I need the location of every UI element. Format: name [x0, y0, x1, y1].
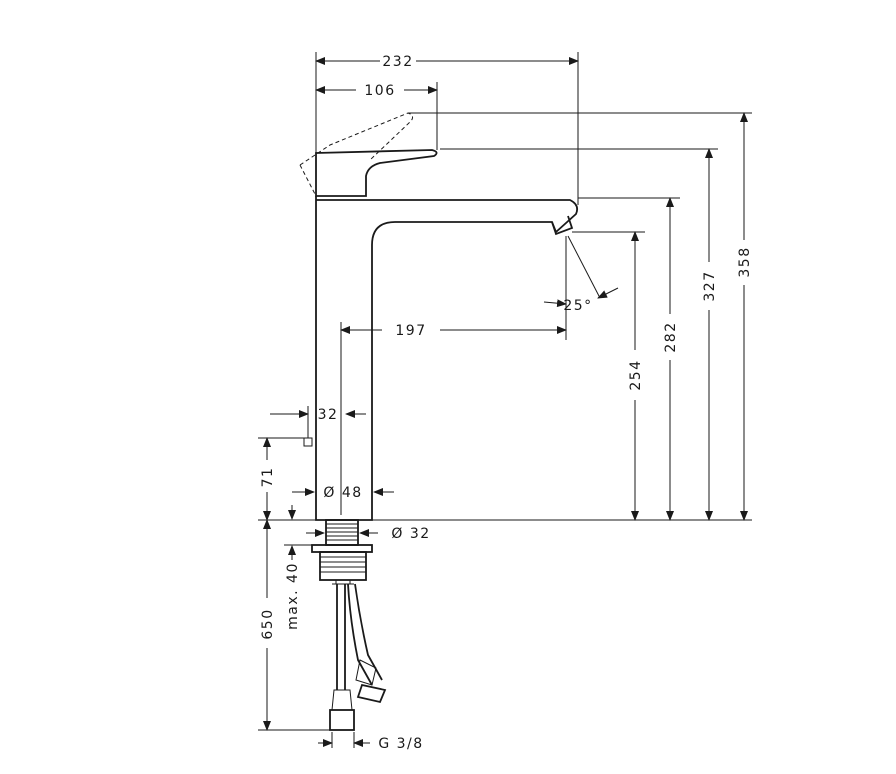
hose-left	[336, 584, 346, 690]
dimension-labels: 232 106 358 327 282 254 197 25° 32 71 Ø …	[260, 54, 753, 752]
label-232: 232	[382, 54, 413, 70]
label-diameter-48: Ø 48	[323, 485, 362, 501]
label-197: 197	[395, 323, 426, 339]
label-106: 106	[364, 83, 395, 99]
washer	[311, 544, 373, 553]
label-max-40: max. 40	[285, 562, 301, 630]
pop-up-rod	[303, 437, 313, 447]
label-g38: G 3/8	[378, 736, 423, 752]
dimension-lines	[258, 52, 752, 748]
label-358: 358	[737, 246, 753, 277]
hose-right	[347, 583, 383, 686]
aerator	[551, 215, 574, 236]
label-32-pop-up: 32	[318, 407, 339, 423]
label-282: 282	[663, 321, 679, 352]
label-71: 71	[260, 467, 276, 488]
label-25-degrees: 25°	[563, 298, 592, 314]
hose-nut-left	[329, 709, 355, 731]
label-650: 650	[260, 608, 276, 639]
mounting-nut	[319, 551, 367, 581]
lever	[315, 149, 438, 197]
body-outline	[315, 196, 579, 521]
label-diameter-32: Ø 32	[391, 526, 430, 542]
label-327: 327	[702, 270, 718, 301]
faucet-body	[299, 112, 579, 731]
hose-nut-right	[356, 683, 387, 704]
label-254: 254	[628, 359, 644, 390]
